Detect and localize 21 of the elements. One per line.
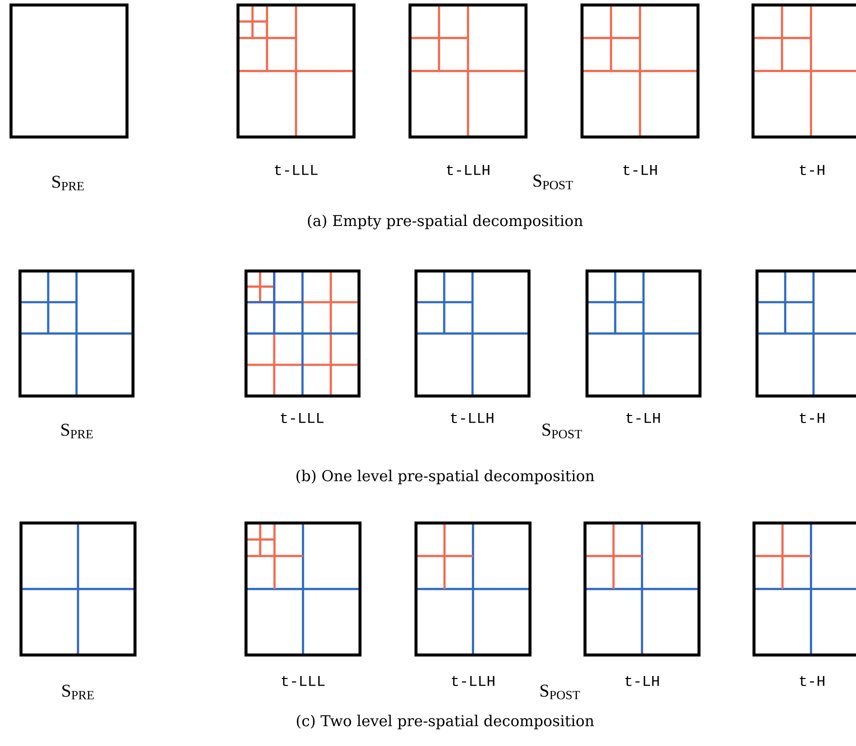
subband-label: t-LLL <box>282 676 325 686</box>
caption: (c) Two level pre-spatial decomposition <box>296 714 594 730</box>
subband-label: t-LLL <box>274 164 318 176</box>
subband-label: t-LLH <box>452 676 494 686</box>
subband-label: t-LH <box>625 676 659 686</box>
caption: (a) Empty pre-spatial decomposition <box>308 214 583 230</box>
set-label: S$_{POST}$ <box>534 174 573 190</box>
set-label: S$_{POST}$ <box>542 424 582 438</box>
subband-label: t-LLH <box>446 164 490 176</box>
set-label: S$_{POST}$ <box>540 684 580 700</box>
subband-label: t-LLL <box>280 412 324 424</box>
caption: (b) One level pre-spatial decomposition <box>296 470 594 484</box>
set-label: S$_{PRE}$ <box>62 684 94 700</box>
subband-label: t-LLH <box>450 412 494 424</box>
subband-label: t-H <box>800 676 824 686</box>
set-label: S$_{PRE}$ <box>61 424 93 438</box>
set-label: S$_{PRE}$ <box>52 176 84 190</box>
subband-label: t-LH <box>626 412 660 424</box>
subband-label: t-H <box>800 164 824 176</box>
subband-label: t-LH <box>623 164 657 176</box>
subband-label: t-H <box>800 412 824 424</box>
